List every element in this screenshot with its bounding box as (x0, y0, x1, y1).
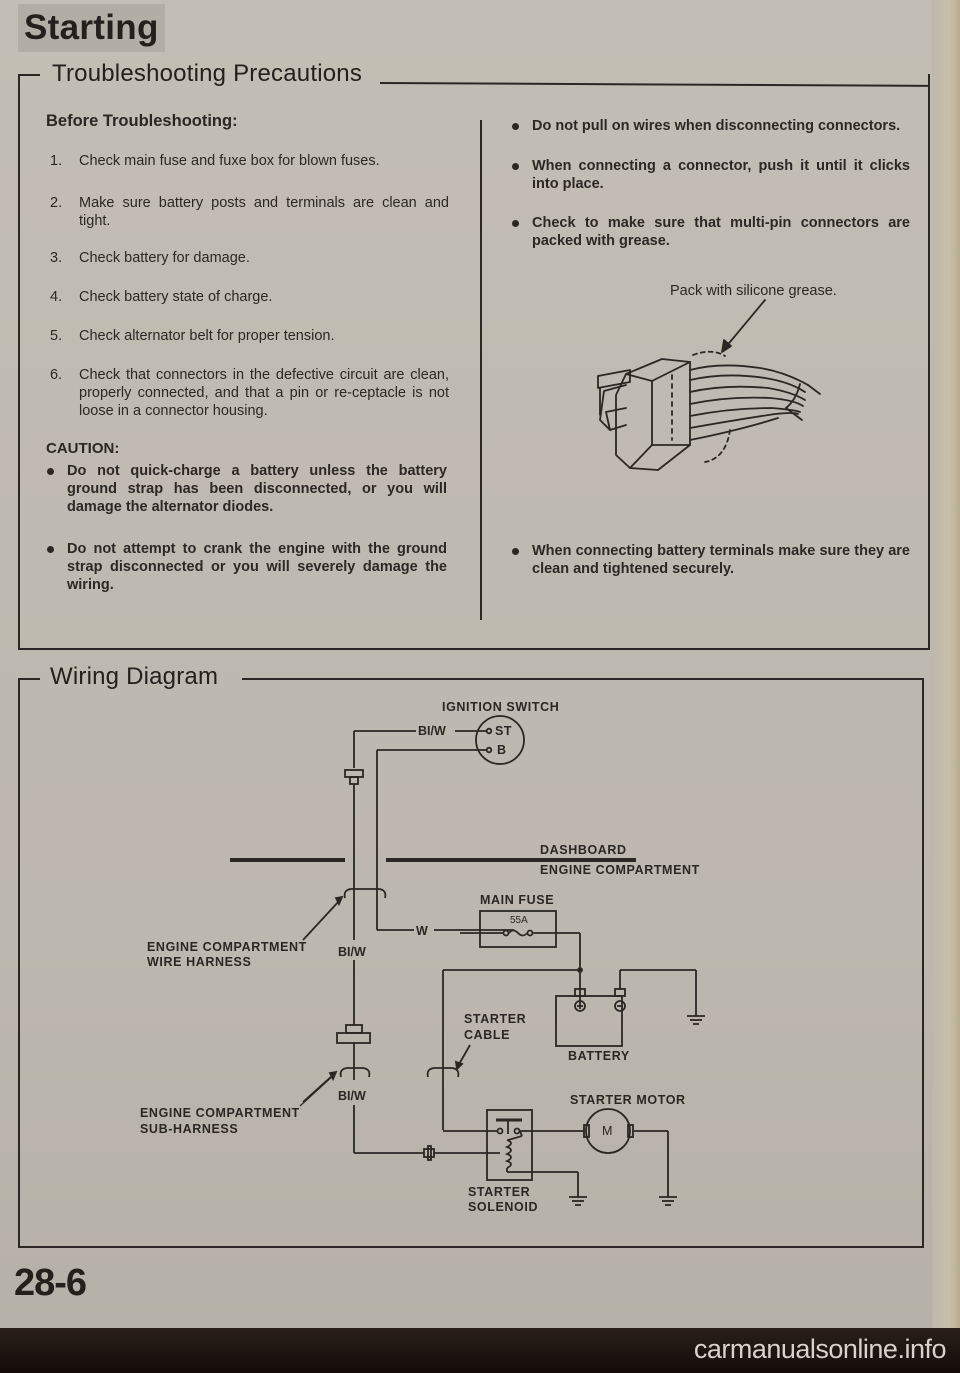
watermark-text: carmanualsonline.info (693, 1334, 947, 1364)
manual-page (0, 0, 940, 1335)
main-fuse-label: MAIN FUSE (480, 893, 555, 907)
bullet-icon (512, 548, 519, 555)
step-text: Make sure battery posts and terminals ar… (79, 195, 449, 229)
box-top-border-left (18, 74, 40, 76)
title-block: Starting (18, 4, 165, 52)
step-number: 4. (50, 289, 63, 305)
tip-text: When connecting battery terminals make s… (532, 543, 910, 577)
st-label: ST (495, 724, 513, 738)
figure-callout: Pack with silicone grease. (670, 283, 837, 299)
ignition-switch-label: IGNITION SWITCH (442, 700, 560, 714)
ecsh-label-1: ENGINE COMPARTMENT (140, 1106, 300, 1120)
wiring-box-top-right (242, 678, 922, 680)
starter-cable-label-1: STARTER (464, 1012, 527, 1026)
step-number: 6. (50, 367, 63, 383)
step-text: Check battery state of charge. (79, 289, 273, 305)
ecwh-label-1: ENGINE COMPARTMENT (147, 940, 307, 954)
section-title-wiring: Wiring Diagram (50, 663, 219, 690)
wire-blw-top: BI/W (418, 724, 446, 738)
b-label: B (497, 743, 507, 757)
solenoid-label-1: STARTER (468, 1185, 531, 1199)
tip-text: Check to make sure that multi-pin connec… (532, 215, 910, 249)
wire-blw-mid: BI/W (338, 945, 366, 959)
battery-label: BATTERY (568, 1049, 630, 1063)
starter-motor-label: STARTER MOTOR (570, 1093, 686, 1107)
starter-cable-label-2: CABLE (464, 1028, 511, 1042)
wiring-box (18, 678, 924, 1248)
section-title-precautions: Troubleshooting Precautions (52, 60, 363, 87)
step-text: Check alternator belt for proper tension… (79, 328, 335, 344)
caution-text: Do not quick-charge a battery unless the… (67, 463, 447, 515)
tip-text: Do not pull on wires when disconnecting … (532, 118, 901, 134)
engine-compartment-label: ENGINE COMPARTMENT (540, 863, 700, 877)
step-number: 5. (50, 328, 63, 344)
before-troubleshooting-heading: Before Troubleshooting: (46, 112, 238, 130)
bullet-icon (512, 163, 519, 170)
wire-blw-low: BI/W (338, 1089, 366, 1103)
caution-text: Do not attempt to crank the engine with … (67, 541, 447, 593)
ecwh-label-2: WIRE HARNESS (147, 955, 252, 969)
ecsh-label-2: SUB-HARNESS (140, 1122, 239, 1136)
motor-m-label: M (602, 1124, 614, 1138)
page-edge (932, 0, 960, 1335)
background-surface: carmanualsonline.info (0, 1328, 960, 1373)
bullet-icon (47, 468, 54, 475)
bullet-icon (512, 220, 519, 227)
page-number: 28-6 (14, 1262, 87, 1304)
solenoid-label-2: SOLENOID (468, 1200, 539, 1214)
precautions-box (18, 74, 930, 650)
page-title: Starting (24, 8, 159, 47)
tip-text: When connecting a connector, push it unt… (532, 158, 910, 192)
step-number: 2. (50, 195, 63, 211)
step-text: Check battery for damage. (79, 250, 250, 266)
step-number: 3. (50, 250, 63, 266)
dashboard-label: DASHBOARD (540, 843, 627, 857)
bullet-icon (47, 546, 54, 553)
step-text: Check main fuse and fuxe box for blown f… (79, 153, 380, 169)
caution-heading: CAUTION: (46, 440, 120, 457)
step-number: 1. (50, 153, 63, 169)
bullet-icon (512, 123, 519, 130)
wiring-box-top-left (18, 678, 40, 680)
step-text: Check that connectors in the defective c… (79, 367, 449, 419)
fuse-rating: 55A (510, 915, 528, 926)
wire-w-label: W (416, 924, 429, 938)
column-divider (480, 120, 482, 620)
